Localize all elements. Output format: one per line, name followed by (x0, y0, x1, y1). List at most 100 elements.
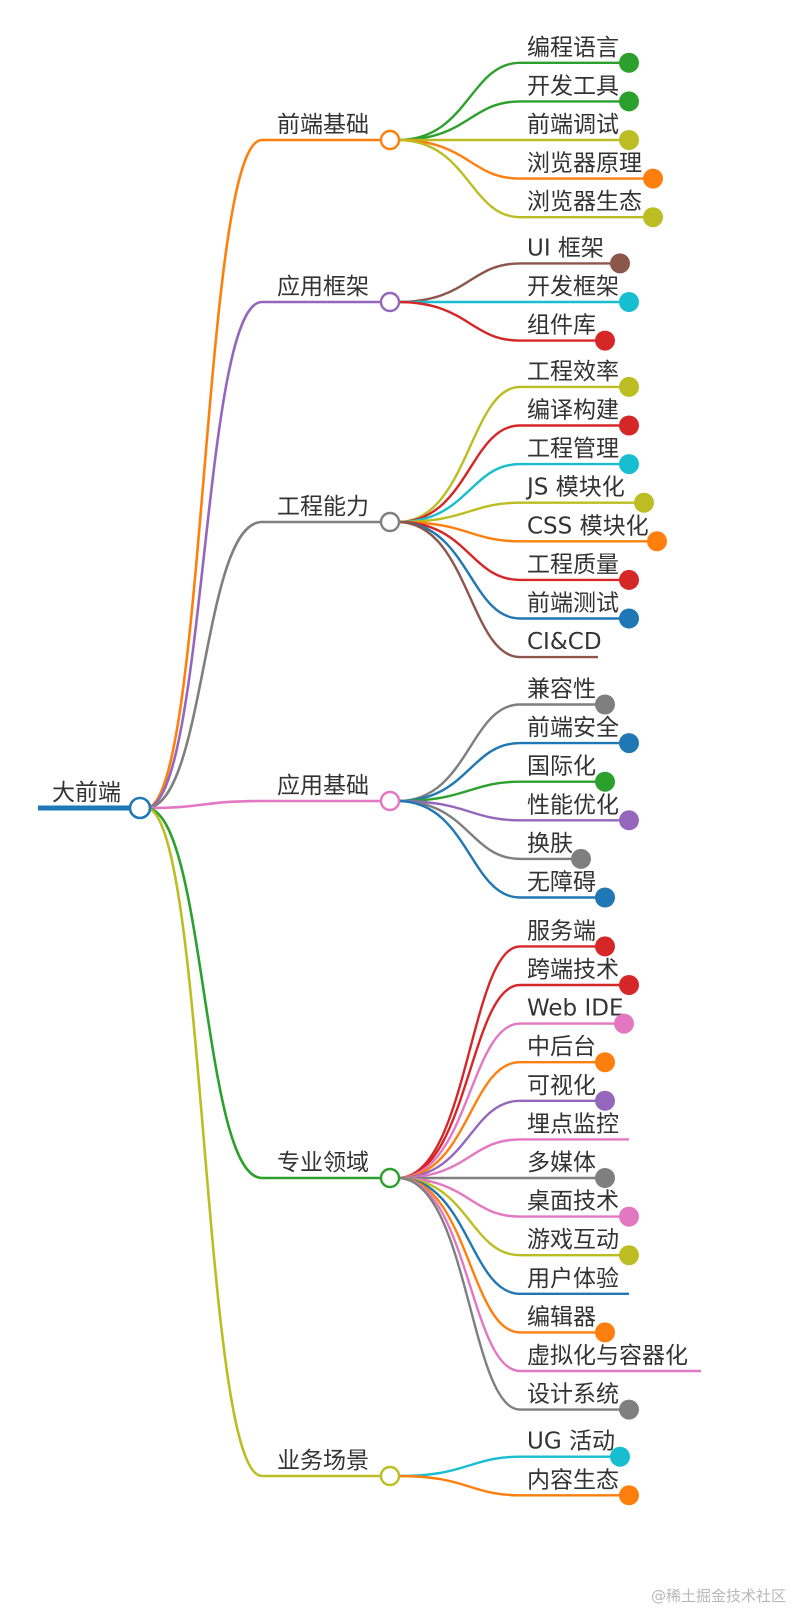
leaf-dot (619, 91, 639, 112)
branch-link (145, 799, 381, 810)
branch-label: 应用基础 (277, 773, 369, 799)
branch-label: 应用框架 (277, 274, 369, 300)
leaf-link (397, 61, 629, 142)
branch-link (145, 806, 381, 1180)
leaf-link (397, 1138, 629, 1180)
leaf-label: 虚拟化与容器化 (527, 1343, 688, 1369)
leaf-dot (619, 52, 639, 73)
leaf-link (397, 983, 629, 1180)
leaf-dot (595, 1052, 615, 1073)
leaf-dot (619, 130, 639, 150)
leaf-dot (595, 694, 615, 715)
leaf-label: 浏览器原理 (527, 151, 642, 177)
leaf-label: 无障碍 (527, 870, 596, 896)
leaf-label: 编程语言 (527, 35, 619, 61)
leaf-dot (571, 848, 591, 869)
leaf-dot (595, 771, 615, 792)
leaf-label: 编辑器 (527, 1304, 596, 1330)
leaf-dot (619, 292, 639, 312)
leaf-label: 工程效率 (527, 359, 619, 385)
leaf-link (397, 799, 605, 899)
leaf-label: 开发工具 (527, 73, 619, 99)
leaf-label: 埋点监控 (527, 1111, 619, 1137)
leaf-link (397, 945, 605, 1180)
branch-link (145, 520, 381, 810)
leaf-dot (595, 1168, 615, 1188)
leaf-label: 可视化 (527, 1073, 596, 1099)
branch-node (379, 1167, 401, 1189)
leaf-label: 组件库 (527, 313, 596, 339)
leaf-link (397, 1061, 605, 1180)
leaf-link (397, 300, 605, 342)
leaf-dot (619, 415, 639, 436)
leaf-link (397, 1176, 629, 1218)
leaf-link (397, 138, 653, 180)
leaf-label: CSS 模块化 (527, 513, 649, 539)
leaf-link (397, 1474, 629, 1497)
leaf-label: 多媒体 (527, 1150, 596, 1176)
leaf-label: 游戏互动 (527, 1227, 619, 1253)
leaf-label: JS 模块化 (525, 475, 625, 501)
leaf-dot (595, 330, 615, 351)
branch-node (379, 790, 401, 812)
branch-link (145, 300, 381, 810)
leaf-link (397, 1176, 629, 1411)
leaf-dot (619, 1399, 639, 1420)
leaf-dot (610, 253, 630, 274)
leaf-label: 桌面技术 (527, 1189, 619, 1215)
leaf-label: 内容生态 (527, 1467, 619, 1493)
leaf-dot (619, 733, 639, 754)
leaf-dot (619, 975, 639, 995)
root-node (128, 796, 152, 820)
leaf-dot (647, 531, 667, 552)
leaf-label: 跨端技术 (527, 957, 619, 983)
leaf-dot (595, 887, 615, 908)
leaf-label: 编译构建 (527, 398, 619, 424)
leaf-label: 服务端 (527, 918, 596, 944)
branch-node (379, 291, 401, 313)
leaf-label: 工程管理 (527, 436, 619, 462)
leaf-label: 兼容性 (527, 677, 596, 703)
leaf-label: UG 活动 (527, 1429, 615, 1455)
leaf-label: 换肤 (527, 831, 573, 857)
leaf-label: 工程质量 (527, 552, 619, 578)
leaf-link (397, 501, 644, 524)
leaf-label: 浏览器生态 (527, 189, 642, 215)
leaf-dot (614, 1013, 634, 1034)
leaf-link (397, 703, 605, 803)
leaf-link (397, 1022, 624, 1180)
branch-label: 专业领域 (277, 1150, 369, 1176)
leaf-link (397, 100, 629, 142)
branch-link (145, 138, 381, 810)
leaf-label: Web IDE (527, 996, 623, 1022)
leaf-link (397, 462, 629, 524)
leaf-link (397, 138, 653, 219)
branch-label: 业务场景 (277, 1448, 369, 1474)
leaf-link (397, 799, 629, 822)
leaf-link (397, 520, 629, 582)
branch-link (145, 806, 381, 1478)
leaf-dot (595, 936, 615, 957)
leaf-label: 开发框架 (527, 274, 619, 300)
branch-label: 前端基础 (277, 112, 369, 138)
leaf-link (397, 1176, 605, 1334)
leaf-dot (610, 1446, 630, 1467)
leaf-label: 国际化 (527, 754, 596, 780)
watermark: @稀土掘金技术社区 (650, 1587, 786, 1605)
branch-node (379, 511, 401, 533)
leaf-label: 前端调试 (527, 112, 619, 138)
leaf-link (397, 1176, 629, 1257)
leaf-label: CI&CD (527, 629, 602, 655)
leaf-link (397, 385, 629, 524)
leaf-label: 前端测试 (527, 591, 619, 617)
leaf-dot (619, 810, 639, 831)
leaf-label: 设计系统 (527, 1382, 619, 1408)
leaf-link (397, 520, 657, 543)
leaf-dot (643, 168, 663, 189)
leaf-dot (619, 1206, 639, 1227)
leaf-label: 前端安全 (527, 715, 619, 741)
leaf-link (397, 799, 581, 861)
branch-label: 工程能力 (277, 494, 369, 520)
leaf-dot (619, 1485, 639, 1506)
